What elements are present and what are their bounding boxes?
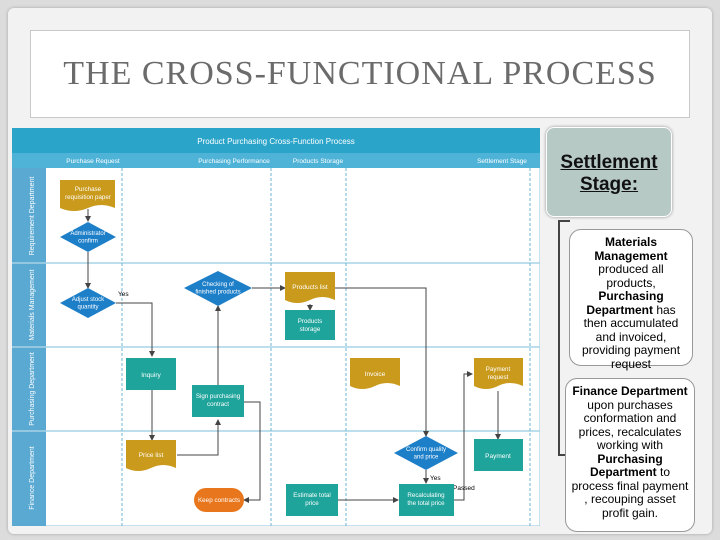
callout-finance-department: Finance Department upon purchases confor… (565, 378, 695, 532)
settlement-stage-box: Settlement Stage: (546, 127, 672, 217)
node-payment: Payment (485, 453, 511, 460)
node-keep-contracts: Keep contracts (198, 497, 240, 504)
node-inquiry: Inquiry (141, 372, 161, 379)
document-shape (126, 440, 176, 471)
phase-header-row (12, 153, 540, 168)
callout-text: to process final payment , recouping ass… (571, 465, 689, 520)
connector (454, 371, 473, 501)
node-invoice: Invoice (365, 371, 386, 378)
callout-text: upon purchases conformation and prices, … (578, 397, 682, 452)
document-shape (474, 358, 523, 389)
decision-shape (60, 222, 116, 252)
document-shape (60, 180, 115, 211)
label-yes: Yes (118, 291, 129, 298)
callout-materials-management: Materials Management produced all produc… (569, 229, 693, 370)
callout-text: has then accumulated and invoiced, provi… (581, 302, 681, 371)
process-shape (285, 310, 335, 340)
terminal-shape (194, 488, 244, 512)
callout-bold-text: Purchasing Department (586, 289, 664, 317)
callout-bold-text: Purchasing Department (589, 451, 663, 479)
connector (335, 287, 429, 437)
settlement-stage-heading: Settlement Stage: (560, 152, 658, 195)
process-shape (192, 385, 244, 417)
callout-bold-text: Finance Department (572, 384, 688, 398)
phase-products-storage: Products Storage (293, 158, 344, 165)
callout-bold-text: Materials Management (594, 235, 668, 263)
decision-shape (60, 288, 116, 318)
process-shape (474, 439, 523, 471)
process-shape (399, 484, 454, 516)
slide-title: THE CROSS-FUNCTIONAL PROCESS (63, 55, 657, 92)
connector (243, 401, 261, 503)
lane-requirement-department: Requirement Department (29, 177, 36, 256)
connector (177, 419, 221, 456)
process-shape (286, 484, 338, 516)
callout-text: produced all products, (598, 262, 664, 290)
cross-functional-diagram: Product Purchasing Cross-Function Proces… (12, 128, 540, 526)
bracket-line (558, 220, 570, 222)
node-products-list: Products list (292, 284, 328, 291)
label-yes: Yes (430, 475, 441, 482)
process-shape (126, 358, 176, 390)
lane-finance-department: Finance Department (29, 446, 36, 509)
decision-shape (394, 436, 458, 470)
decision-shape (184, 271, 252, 306)
node-price-list: Price list (139, 452, 164, 459)
bracket-line (558, 220, 560, 456)
lane-purchasing-department: Purchasing Department (29, 352, 36, 426)
diagram-title: Product Purchasing Cross-Function Proces… (197, 137, 354, 146)
bracket-line (558, 454, 570, 456)
label-passed: Passed (453, 485, 475, 492)
phase-purchasing-performance: Purchasing Performance (198, 158, 270, 165)
lane-materials-management: Materials Management (29, 269, 36, 340)
diagram-header (12, 128, 540, 153)
phase-settlement-stage: Settlement Stage (477, 158, 527, 165)
document-shape (285, 272, 335, 303)
slide-title-box: THE CROSS-FUNCTIONAL PROCESS (30, 30, 690, 118)
document-shape (350, 358, 400, 389)
phase-purchase-request: Purchase Request (66, 158, 120, 165)
connector (116, 302, 155, 357)
